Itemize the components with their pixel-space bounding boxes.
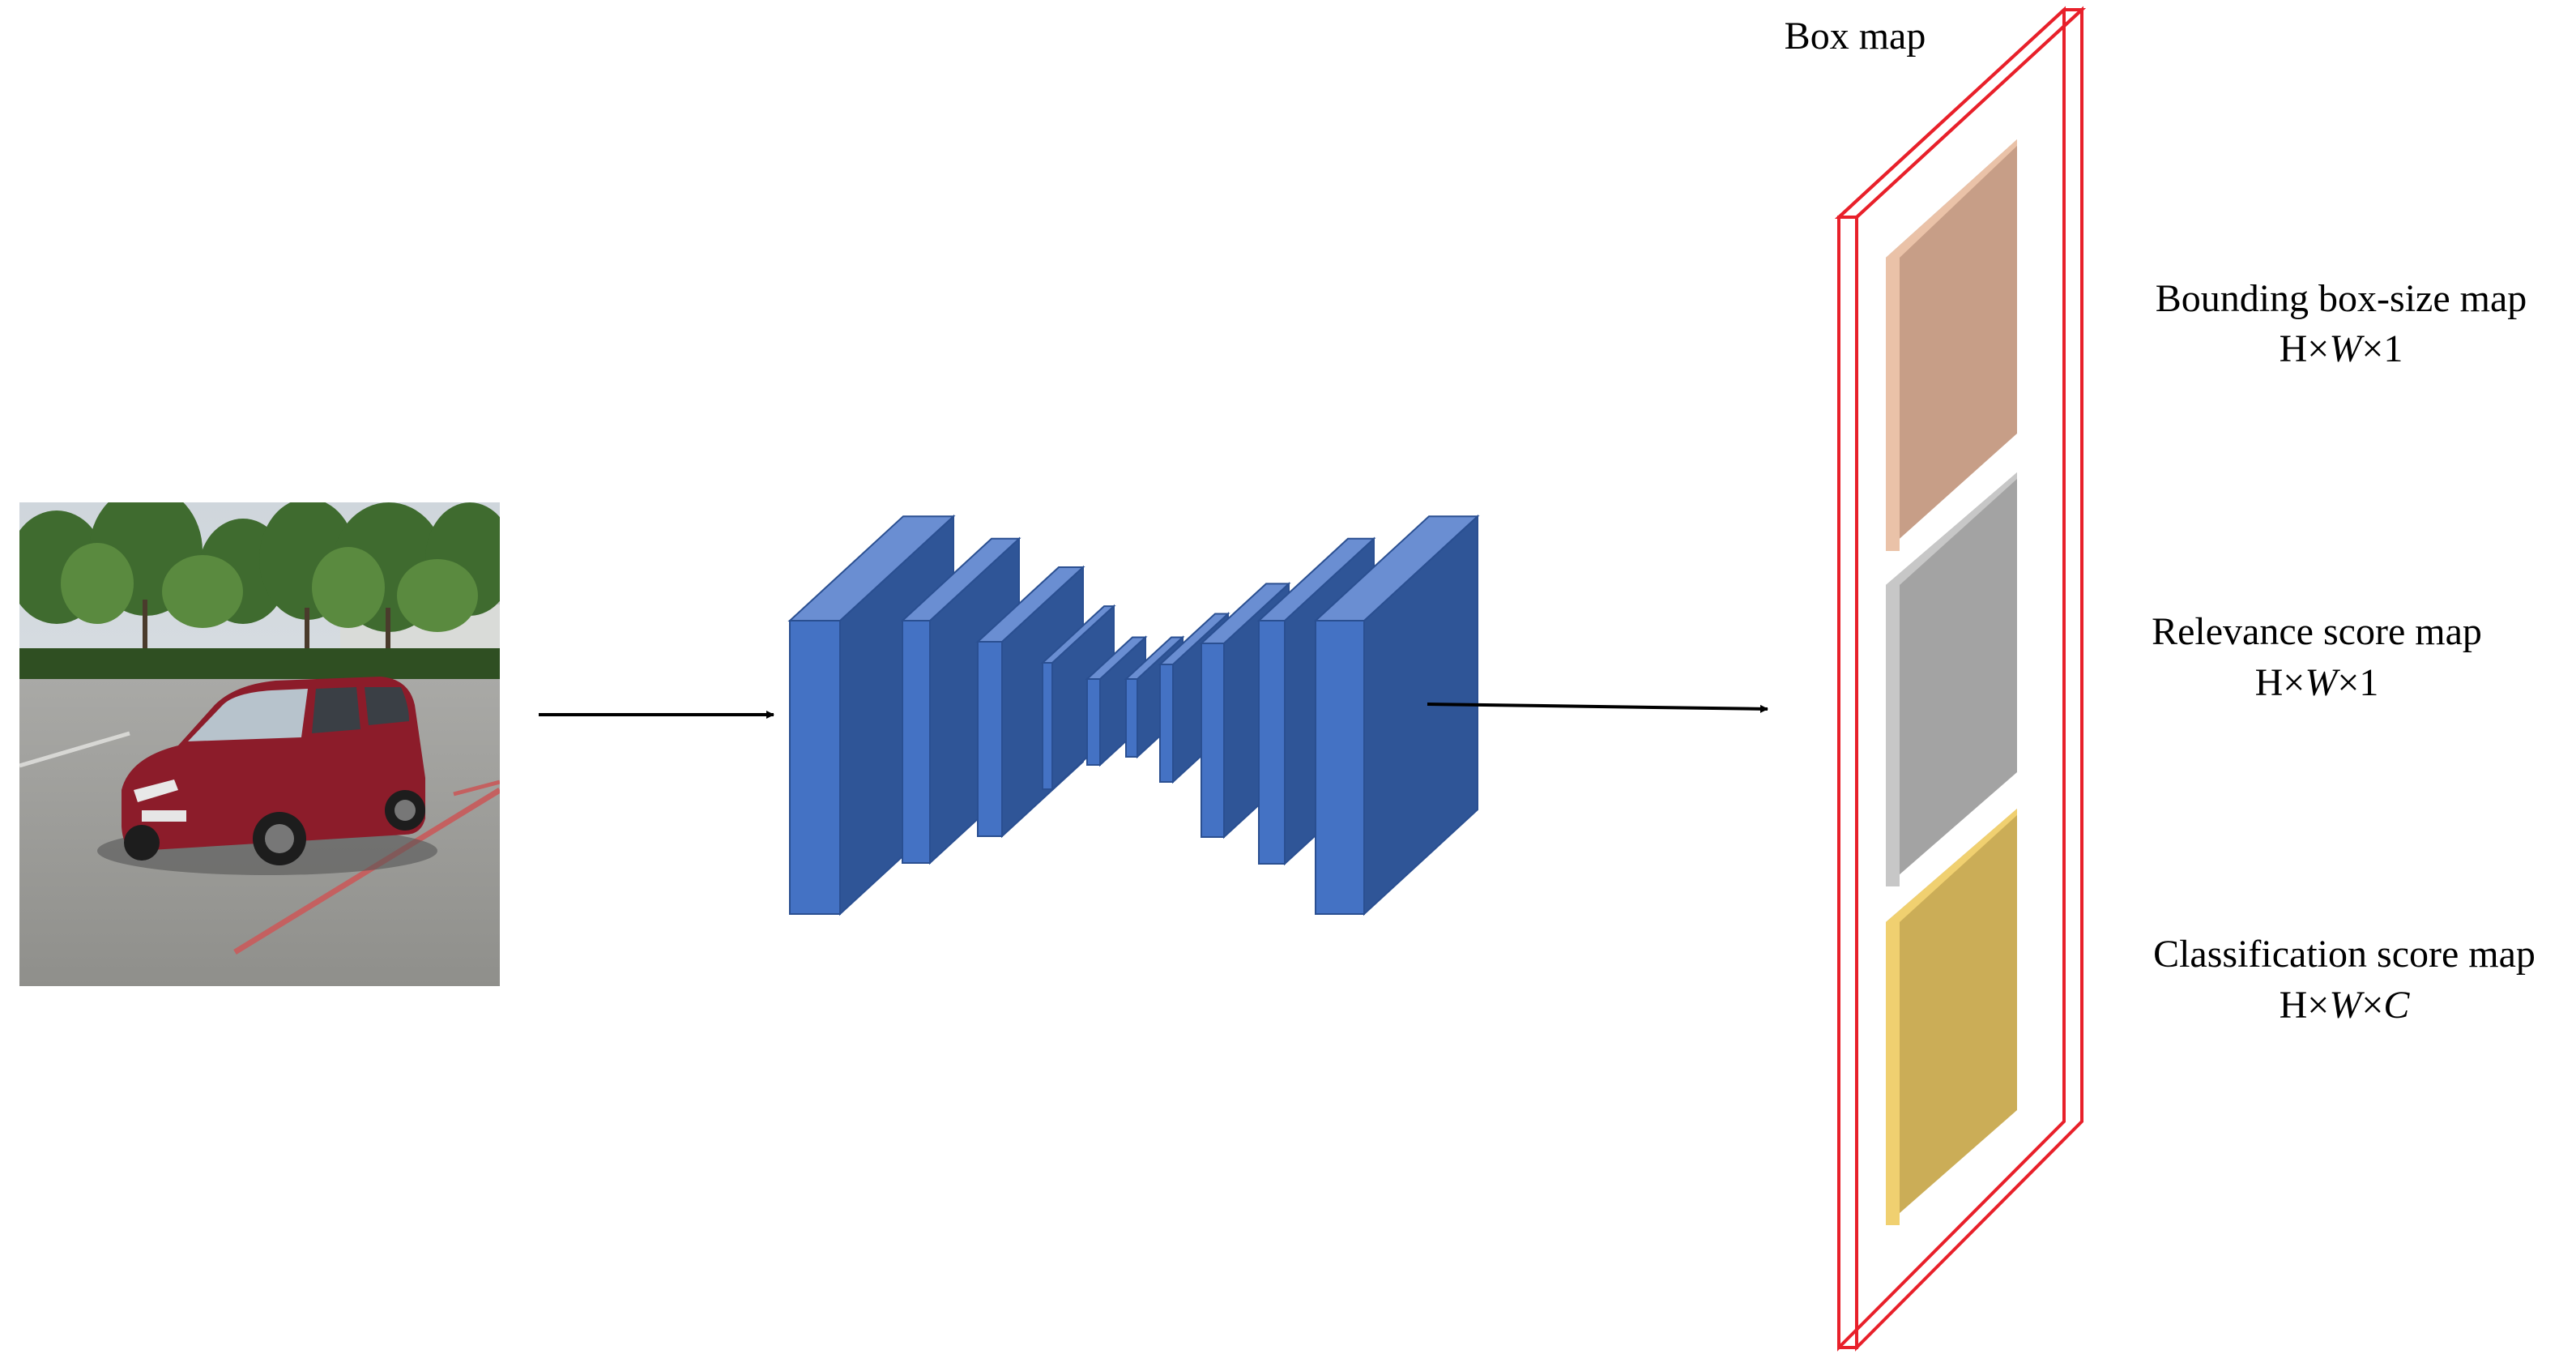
box-map-slab	[1834, 6, 2087, 1352]
network-layer-block	[1313, 514, 1480, 916]
encoder-decoder-network	[787, 514, 1480, 916]
relevance-score-dims: H×W×1	[2255, 661, 2379, 704]
bounding-box-size-dims: H×W×1	[2280, 327, 2403, 370]
input-car-image	[19, 502, 500, 986]
classification-score-label: Classification score map	[2153, 933, 2535, 976]
bounding-box-size-label: Bounding box-size map	[2156, 277, 2527, 320]
network-layer-block	[1085, 635, 1148, 767]
output-arrow	[1427, 703, 1768, 713]
classification-score-dims: H×W×C	[2280, 984, 2411, 1027]
box-map-title: Box map	[1785, 15, 1926, 58]
bounding-box-size-panel	[1886, 139, 2017, 551]
relevance-score-label: Relevance score map	[2152, 610, 2482, 653]
classification-score-panel	[1886, 809, 2017, 1225]
relevance-score-panel	[1886, 472, 2017, 886]
